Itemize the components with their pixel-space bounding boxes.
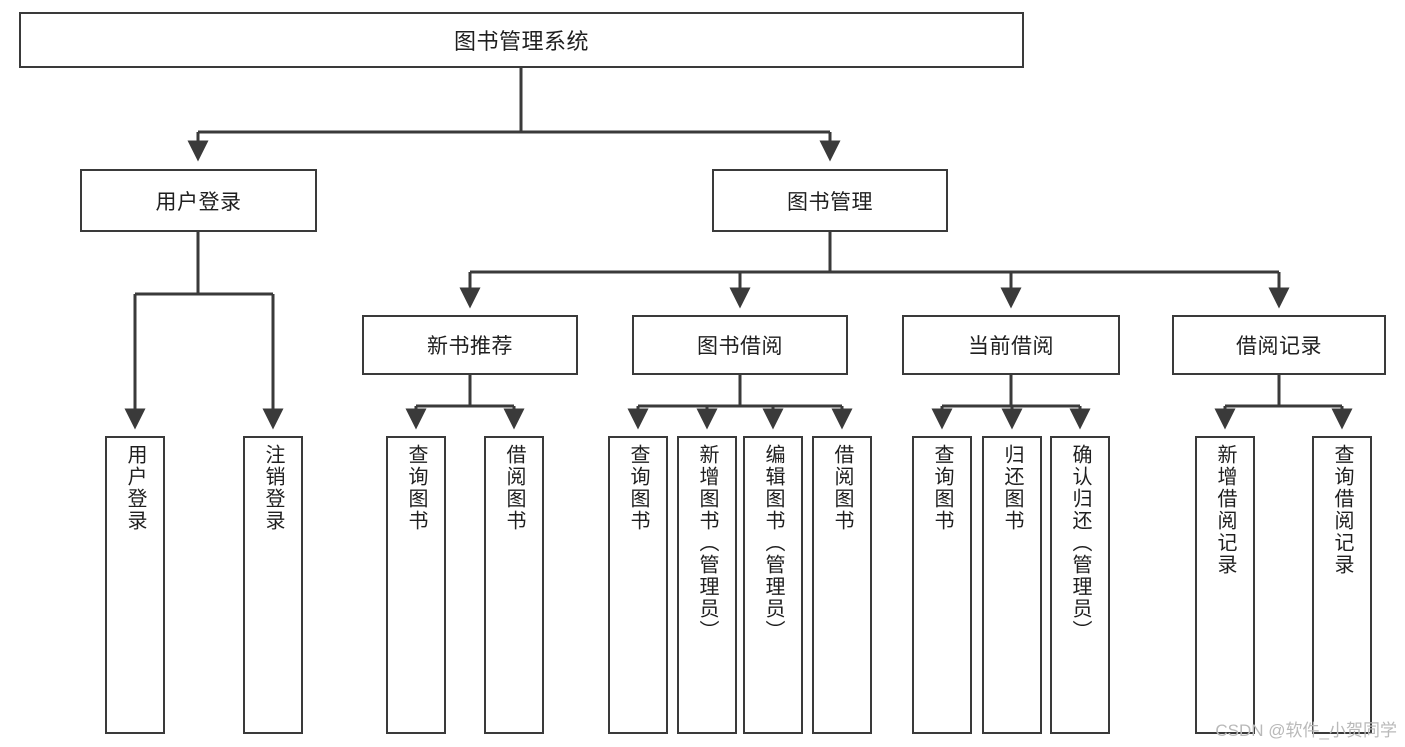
leaf-query-book-current[interactable]: 查询图书 [912,436,972,734]
node-label: 用户登录 [124,444,146,532]
node-label: 图书借阅 [697,335,783,358]
node-label: 图书管理 [787,190,873,214]
watermark-csdn: CSDN @软件_小贺同学 [1215,721,1397,740]
node-label: 查询图书 [627,444,649,532]
node-label: 当前借阅 [968,335,1054,358]
leaf-borrow-book-recommend[interactable]: 借阅图书 [484,436,544,734]
leaf-logout-login[interactable]: 注销登录 [243,436,303,734]
leaf-add-borrow-record[interactable]: 新增借阅记录 [1195,436,1255,734]
leaf-borrow-book[interactable]: 借阅图书 [812,436,872,734]
node-label: 归还图书 [1001,444,1023,532]
node-label: 编辑图书（管理员） [762,444,784,642]
node-label: 查询图书 [405,444,427,532]
node-current-borrow[interactable]: 当前借阅 [902,315,1120,375]
node-label: 借阅记录 [1236,335,1322,358]
node-user-login[interactable]: 用户登录 [80,169,317,232]
leaf-query-book-borrow[interactable]: 查询图书 [608,436,668,734]
node-book-borrow[interactable]: 图书借阅 [632,315,848,375]
leaf-add-book-admin[interactable]: 新增图书（管理员） [677,436,737,734]
node-label: 查询借阅记录 [1331,444,1353,576]
node-label: 确认归还（管理员） [1069,444,1091,642]
node-label: 图书管理系统 [453,29,589,54]
leaf-user-login[interactable]: 用户登录 [105,436,165,734]
leaf-edit-book-admin[interactable]: 编辑图书（管理员） [743,436,803,734]
node-label: 借阅图书 [831,444,853,532]
leaf-query-borrow-record[interactable]: 查询借阅记录 [1312,436,1372,734]
node-label: 查询图书 [931,444,953,532]
node-label: 用户登录 [155,190,242,214]
leaf-query-book-recommend[interactable]: 查询图书 [386,436,446,734]
node-borrow-record[interactable]: 借阅记录 [1172,315,1386,375]
node-label: 新增借阅记录 [1214,444,1236,576]
node-root-system[interactable]: 图书管理系统 [19,12,1024,68]
node-book-management[interactable]: 图书管理 [712,169,948,232]
node-label: 新书推荐 [427,335,513,358]
node-label: 注销登录 [262,444,284,532]
leaf-return-book[interactable]: 归还图书 [982,436,1042,734]
node-label: 新增图书（管理员） [696,444,718,642]
node-label: 借阅图书 [503,444,525,532]
node-new-book-recommend[interactable]: 新书推荐 [362,315,578,375]
leaf-confirm-return-admin[interactable]: 确认归还（管理员） [1050,436,1110,734]
